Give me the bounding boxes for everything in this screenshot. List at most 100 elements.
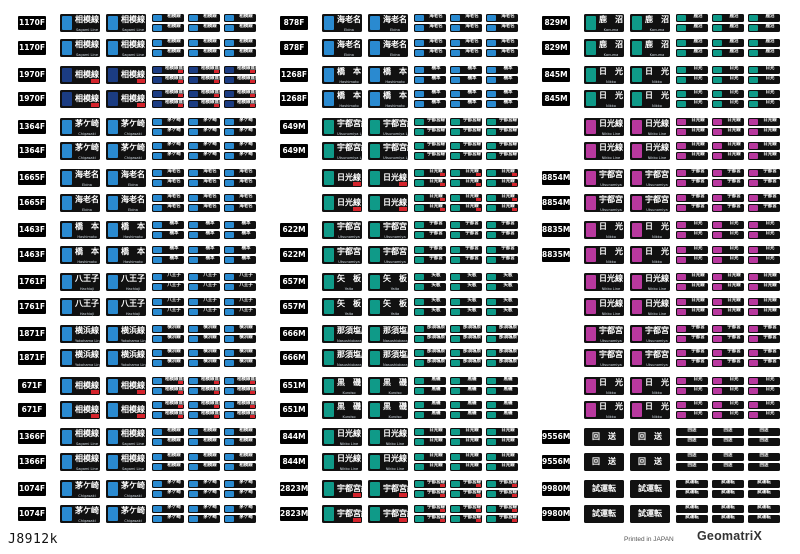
mini-decal-text: 宇都宮: [727, 179, 741, 185]
destination-text: 宇都宮: [337, 246, 361, 256]
line-color-chip: [324, 247, 334, 262]
mini-decal-text: 矢板: [467, 283, 477, 288]
romanized-text: Chigasaki: [124, 518, 142, 523]
destination-text: 相模線: [75, 39, 99, 49]
mini-decal: 日光線: [712, 307, 744, 316]
mini-decal: 日光線: [676, 127, 708, 136]
mini-decal-text: 日光線: [727, 273, 741, 278]
line-color-chip: [415, 360, 424, 367]
mini-decal-text: 宇都宮: [691, 349, 705, 355]
mini-decal: 相模線: [224, 14, 256, 22]
line-color-chip: [451, 464, 460, 470]
mini-decal: 日光線: [486, 179, 518, 188]
destination-text: 相模線 直通: [121, 405, 146, 415]
mini-decal-text: 橋本: [431, 90, 441, 96]
romanized-text: Nikko: [606, 390, 616, 395]
mini-decal: 海老名: [414, 14, 446, 22]
mini-decal: 海老名: [414, 38, 446, 47]
line-color-chip: [632, 403, 642, 418]
romanized-text: Yokohama Line: [75, 338, 100, 343]
mini-decal-text: 八王子: [239, 283, 253, 288]
line-color-chip: [487, 402, 496, 409]
mini-decal: 鹿沼: [712, 24, 744, 32]
line-color-chip: [62, 299, 72, 314]
mini-decal: 宇都宮線: [450, 117, 482, 126]
mini-decal-text: 日光線: [429, 194, 443, 199]
formation-code: 657M: [280, 299, 308, 314]
destination-text: 矢 板: [337, 298, 361, 308]
mini-decal: 日光線: [486, 169, 518, 178]
line-color-chip: [749, 91, 758, 98]
mini-decal: 八王子: [224, 273, 256, 281]
mini-decal-text: 橋本: [205, 255, 215, 261]
mini-decal: 茅ケ崎: [188, 117, 220, 126]
red-stripe: [250, 104, 255, 108]
romanized-text: Nikko Line: [647, 156, 667, 161]
mini-decal-text: 宇都宮: [763, 334, 777, 340]
mini-decal-text: 相模線: [203, 48, 217, 54]
mini-decal-text: 日光線: [429, 428, 443, 434]
line-color-chip: [108, 16, 118, 30]
mini-decal: 矢板: [414, 273, 446, 281]
mini-decal-text: 宇都宮: [727, 194, 741, 199]
mini-decal-text: 日光線: [727, 142, 741, 148]
mini-decal: 宇都宮: [712, 194, 744, 202]
romanized-text: Yokohama Line: [121, 363, 146, 368]
line-color-chip: [189, 101, 198, 108]
mini-decal-text: 橋本: [241, 255, 251, 261]
mini-decal: 宇都宮: [748, 334, 780, 343]
mini-decal: 相模線: [188, 453, 220, 461]
line-color-chip: [677, 205, 686, 211]
mini-decal-text: 日光線: [691, 142, 705, 148]
line-color-chip: [225, 308, 234, 315]
mini-decal-text: 宇都宮線: [427, 152, 445, 158]
formation-code: 1463F: [18, 247, 46, 262]
line-color-chip: [415, 335, 424, 342]
formation-code: 845M: [542, 67, 570, 82]
mini-decal: 日光線: [676, 283, 708, 291]
mini-decal: 矢板: [450, 307, 482, 316]
mini-decal-text: 日光: [765, 401, 775, 407]
mini-decal-text: 海老名: [501, 48, 515, 54]
line-color-chip: [749, 222, 758, 229]
mini-decal: 宇都宮: [712, 204, 744, 212]
romanized-text: Hashimoto: [339, 79, 359, 84]
mini-decal-text: 橋本: [467, 65, 477, 71]
mini-decal: 相模線直通: [188, 376, 220, 385]
mini-decal-text: 日光線: [465, 428, 479, 434]
line-color-chip: [415, 91, 424, 98]
mini-decal: 相模線直通: [188, 386, 220, 395]
line-color-chip: [487, 325, 496, 332]
mini-decal-text: 相模線: [239, 48, 253, 54]
line-color-chip: [677, 180, 686, 187]
line-color-chip: [153, 360, 162, 367]
mini-decal-text: 横浜線: [167, 359, 181, 365]
mini-decal-text: 日光: [765, 75, 775, 81]
mini-decal: 宇都宮: [414, 221, 446, 230]
mini-decal: 鹿沼: [676, 48, 708, 57]
mini-decal: 宇都宮: [486, 245, 518, 254]
mini-decal: 黒磯: [486, 411, 518, 420]
romanized-text: Kanuma: [649, 28, 665, 32]
red-stripe: [178, 94, 183, 98]
destination-text: 宇都宮: [383, 246, 407, 256]
line-color-chip: [415, 232, 424, 239]
line-color-chip: [225, 15, 234, 21]
line-color-chip: [415, 377, 424, 384]
line-color-chip: [62, 482, 72, 497]
mini-decal-text: 海老名: [429, 48, 443, 54]
red-stripe: [91, 389, 99, 394]
line-color-chip: [487, 15, 496, 21]
red-stripe: [512, 183, 517, 187]
line-color-chip: [108, 92, 118, 107]
line-color-chip: [415, 515, 424, 522]
destination-text: 宇都宮線: [383, 508, 408, 518]
romanized-text: Nikko: [652, 104, 662, 109]
line-color-chip: [415, 350, 424, 357]
